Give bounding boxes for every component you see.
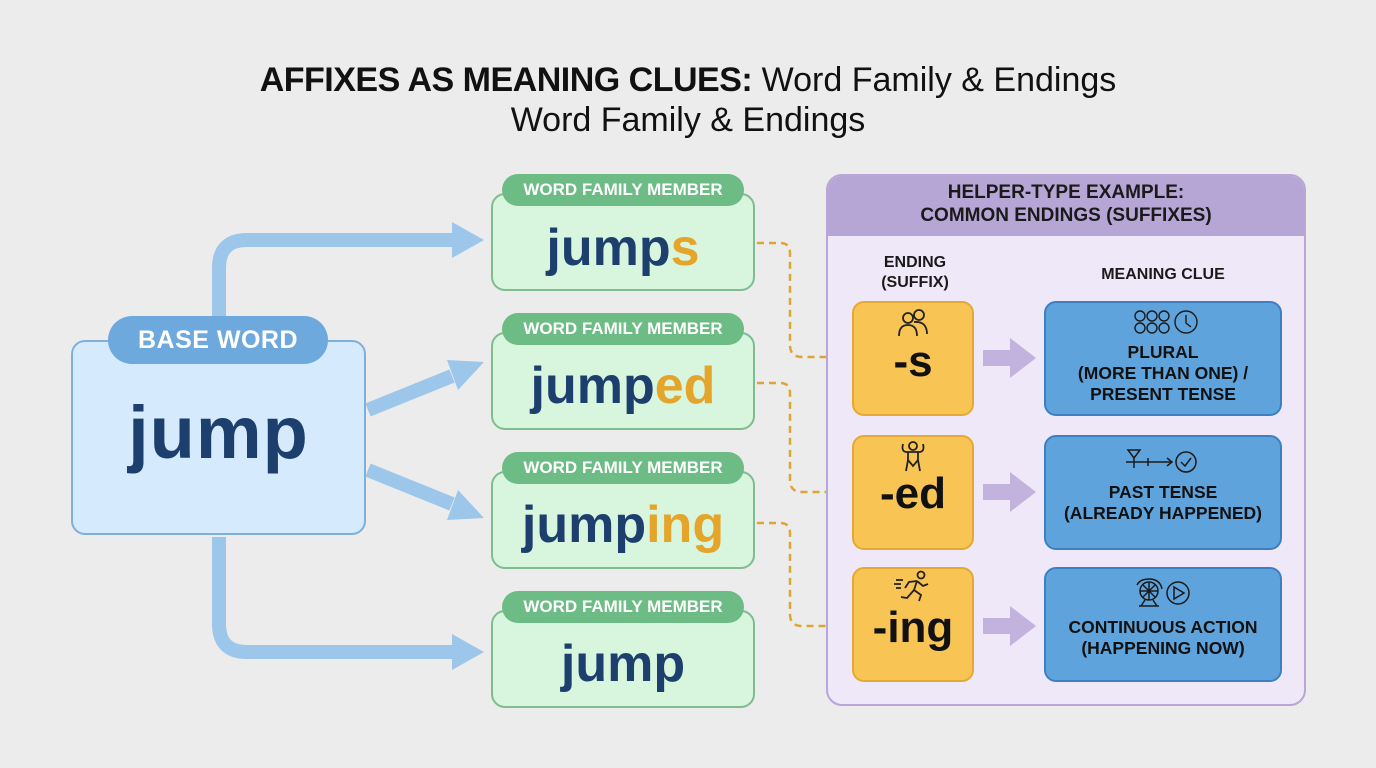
title-light: Word Family & Endings (752, 61, 1117, 99)
family-card-jumped (491, 332, 755, 430)
meaning-text: CONTINUOUS ACTION(HAPPENING NOW) (1068, 617, 1258, 658)
family-word-jumps: jumps (546, 219, 700, 277)
people-icon (898, 309, 928, 337)
family-tag: WORD FAMILY MEMBER (502, 313, 744, 345)
base-word: jump (128, 391, 309, 474)
group-clock-icon (1134, 310, 1198, 334)
family-word-jumped: jumped (530, 357, 716, 415)
page-title: AFFIXES AS MEANING CLUES: Word Family & … (0, 58, 1376, 102)
base-word-tag: BASE WORD (108, 316, 328, 364)
ending-label: -ing (872, 603, 954, 652)
ending-label: -s (893, 337, 933, 386)
meaning-card-continuous (1044, 567, 1282, 682)
family-word-jumping: jumping (521, 496, 725, 554)
meaning-card-plural (1044, 301, 1282, 416)
family-card-jumps (491, 193, 755, 291)
ending-card-ed (852, 435, 974, 550)
family-card-jumping (491, 471, 755, 569)
column-header-ending: ENDING(SUFFIX) (881, 254, 949, 291)
ending-card-ing (852, 567, 974, 682)
arrow-to-jumped (365, 369, 455, 417)
ending-label: -ed (880, 469, 946, 518)
page-subtitle: Word Family & Endings (510, 101, 866, 139)
meaning-text: PAST TENSE(ALREADY HAPPENED) (1063, 482, 1263, 523)
suffix-highlight: ing (646, 496, 725, 554)
arrow-to-jump (212, 537, 455, 659)
timeline-check-icon (1126, 449, 1197, 473)
arrow-to-jumps (212, 233, 455, 318)
family-tag: WORD FAMILY MEMBER (502, 452, 744, 484)
family-word-jump: jump (560, 635, 686, 693)
family-tag: WORD FAMILY MEMBER (502, 174, 744, 206)
suffix-highlight: s (670, 219, 700, 277)
suffix-highlight: ed (654, 357, 716, 415)
arrow-to-jumping (365, 463, 455, 511)
title-bold: AFFIXES AS MEANING CLUES: (259, 61, 753, 99)
panel-header (828, 176, 1304, 236)
panel-title: HELPER-TYPE EXAMPLE:COMMON ENDINGS (SUFF… (920, 182, 1212, 226)
runner-icon (894, 570, 929, 602)
wheel-play-icon (1136, 578, 1190, 607)
meaning-card-past (1044, 435, 1282, 550)
column-header-meaning: MEANING CLUE (1101, 266, 1225, 283)
family-card-jump (491, 610, 755, 708)
meaning-text: PLURAL(MORE THAN ONE) /PRESENT TENSE (1077, 342, 1249, 404)
family-tag: WORD FAMILY MEMBER (502, 591, 744, 623)
ending-card-s (852, 301, 974, 416)
person-arms-up-icon (901, 441, 925, 472)
